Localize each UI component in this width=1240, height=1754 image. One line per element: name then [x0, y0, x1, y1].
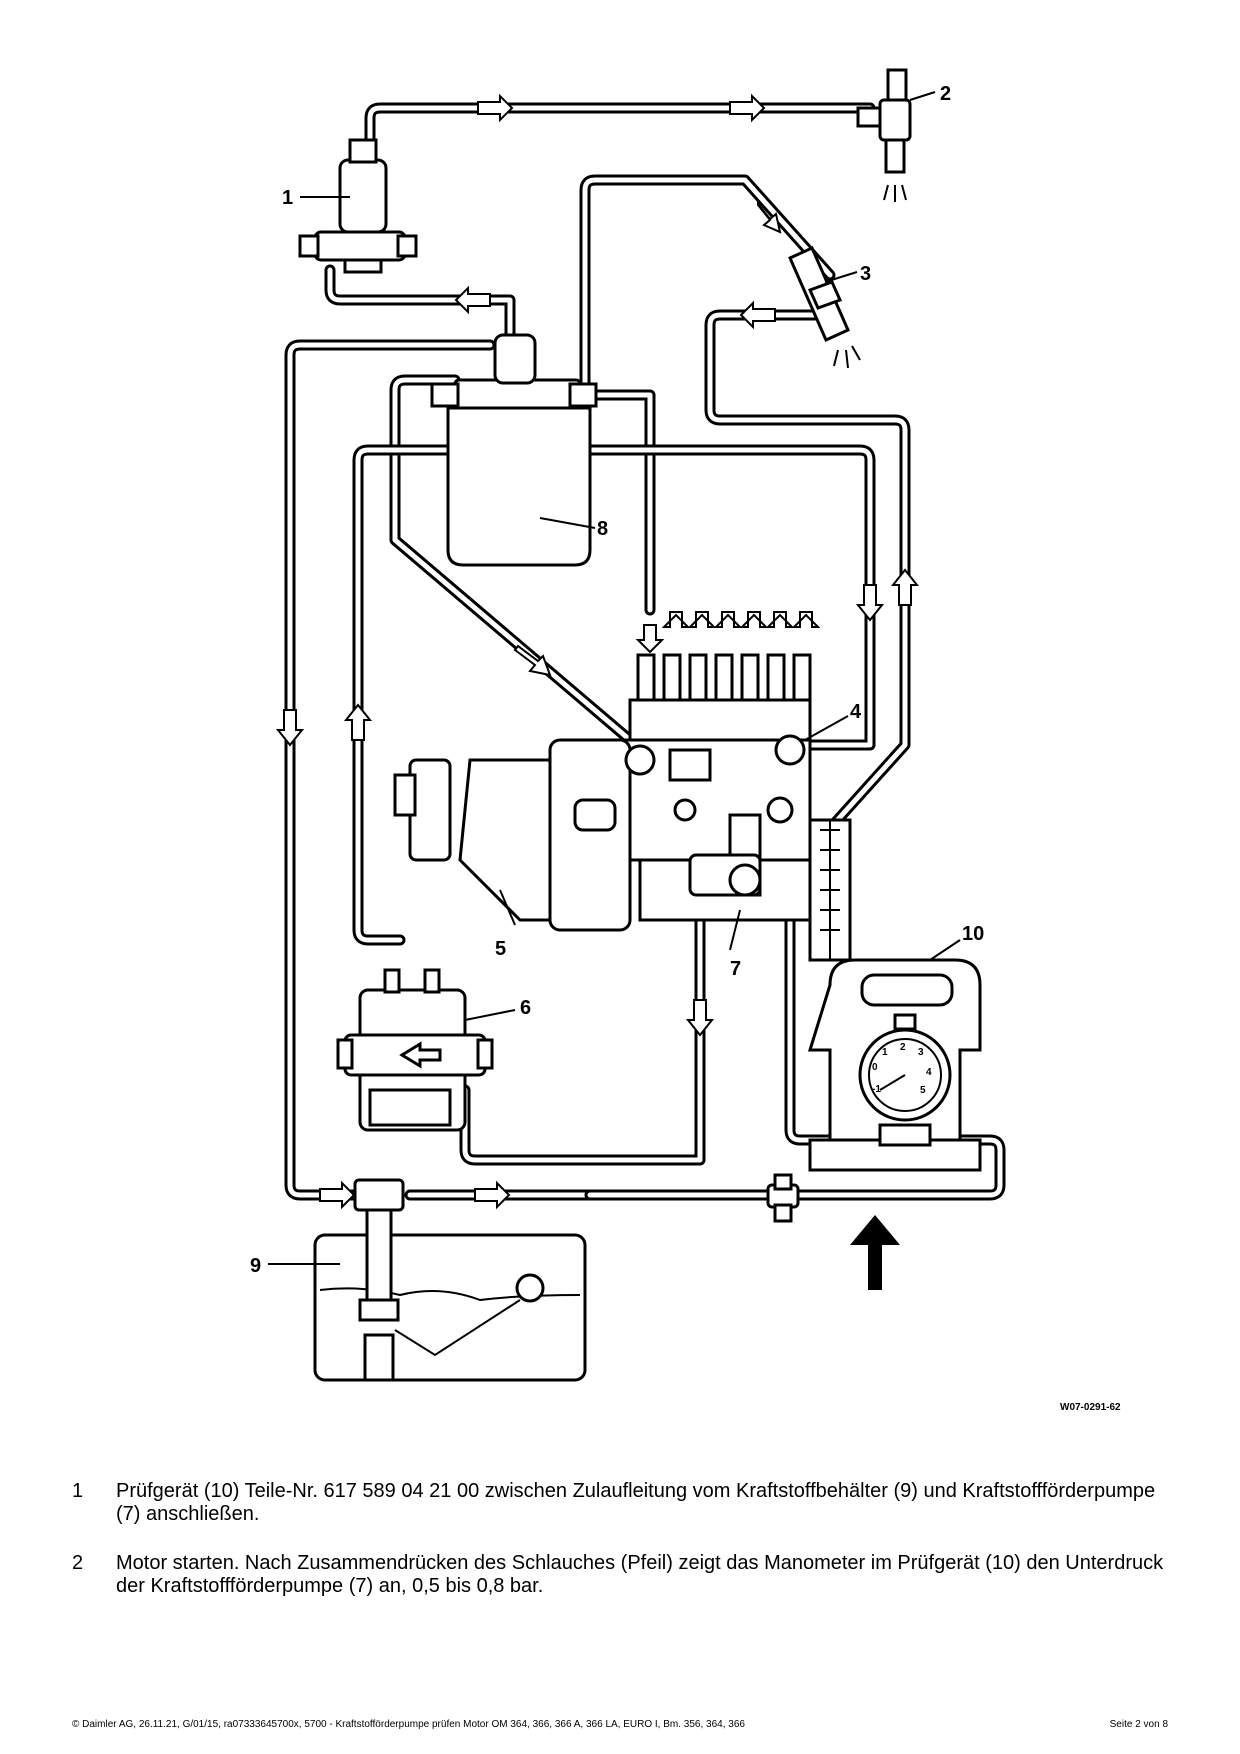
label-3: 3	[860, 263, 871, 285]
label-9: 9	[250, 1255, 261, 1277]
label-10: 10	[962, 923, 984, 945]
flow-arrows	[275, 93, 920, 1210]
step-1: 1 Prüfgerät (10) Teile-Nr. 617 589 04 21…	[72, 1480, 1172, 1526]
gauge-mark: -1	[872, 1084, 881, 1095]
pinch-arrow-icon	[850, 1215, 900, 1290]
step-text: Motor starten. Nach Zusammendrücken des …	[116, 1552, 1164, 1597]
injector-part-3	[788, 246, 861, 369]
hose-connectors	[766, 1173, 800, 1223]
label-1: 1	[282, 187, 293, 209]
fuel-system-diagram: 1 2 3 4 5 6 7 8 9 10 -1 0 1 2 3 4 5 W07-…	[250, 68, 1121, 1413]
hand-pump-part-1	[298, 138, 418, 274]
figure-id: W07-0291-62	[1060, 1402, 1121, 1413]
pump-outlets	[636, 653, 812, 702]
instruction-steps: 1 Prüfgerät (10) Teile-Nr. 617 589 04 21…	[72, 1480, 1172, 1624]
gauge-mark: 3	[918, 1047, 924, 1058]
gauge-mark: 4	[926, 1067, 932, 1078]
label-8: 8	[597, 518, 608, 540]
label-5: 5	[495, 938, 506, 960]
footer-copyright: © Daimler AG, 26.11.21, G/01/15, ra07333…	[72, 1719, 745, 1730]
gauge-mark: 0	[872, 1062, 878, 1073]
supply-pump-part-6	[336, 968, 494, 1132]
label-7: 7	[730, 958, 741, 980]
step-number: 1	[72, 1480, 84, 1502]
test-device-part-10	[807, 958, 982, 1172]
gauge-mark: 5	[920, 1085, 926, 1096]
gauge-scale: -1 0 1 2 3 4 5	[872, 1042, 932, 1096]
injector-part-2	[856, 68, 912, 202]
step-text: Prüfgerät (10) Teile-Nr. 617 589 04 21 0…	[116, 1480, 1156, 1525]
fuel-lines	[284, 102, 1006, 1296]
page-footer: © Daimler AG, 26.11.21, G/01/15, ra07333…	[72, 1719, 1168, 1730]
leader-lines	[268, 91, 961, 1265]
step-number: 2	[72, 1552, 84, 1574]
injection-pump	[393, 698, 852, 962]
fuel-filter-part-8	[430, 333, 598, 567]
label-6: 6	[520, 997, 531, 1019]
step-2: 2 Motor starten. Nach Zusammendrücken de…	[72, 1552, 1172, 1598]
label-2: 2	[940, 83, 951, 105]
page-number: Seite 2 von 8	[1109, 1719, 1168, 1730]
label-4: 4	[850, 701, 862, 723]
gauge-mark: 1	[882, 1047, 888, 1058]
fuel-tank-part-9	[313, 1178, 587, 1382]
gauge-mark: 2	[900, 1042, 906, 1053]
part-labels: 1 2 3 4 5 6 7 8 9 10	[250, 83, 984, 1277]
